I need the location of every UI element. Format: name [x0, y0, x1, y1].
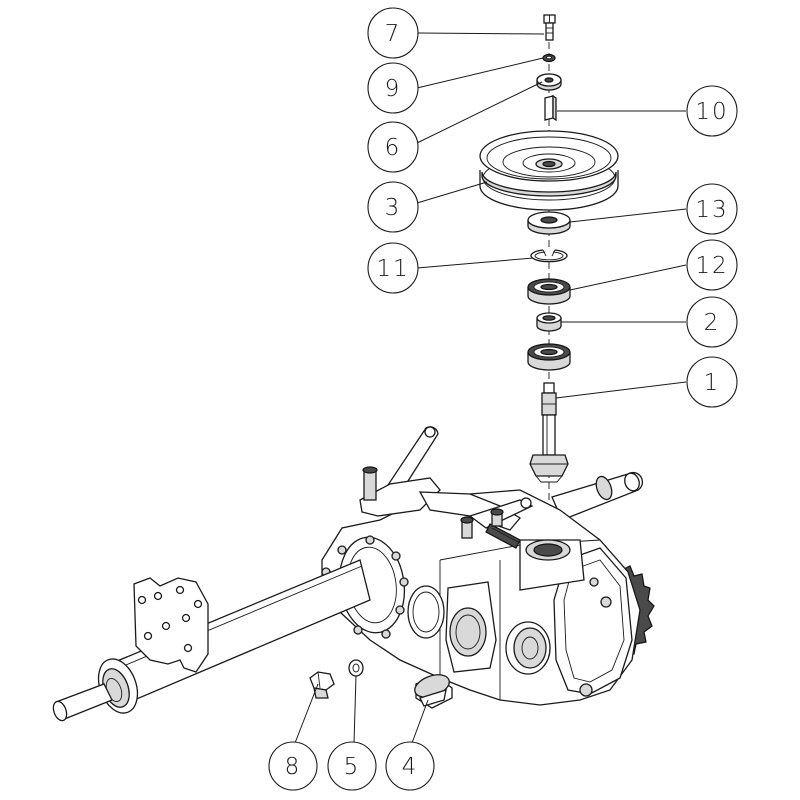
part-bolt — [543, 14, 556, 41]
callout-label: 13 — [695, 197, 728, 223]
part-drain-plug — [309, 671, 335, 699]
leader-lines — [294, 32, 687, 744]
callout-label: 10 — [695, 99, 728, 125]
callout-label: 12 — [695, 253, 728, 279]
part-fill-cap — [414, 674, 453, 709]
callout-13: 13 — [686, 183, 738, 235]
callout-4: 4 — [385, 741, 435, 791]
callout-8: 8 — [268, 741, 318, 791]
callout-6: 6 — [367, 121, 419, 173]
callout-9: 9 — [367, 62, 419, 114]
callout-label: 5 — [344, 754, 361, 780]
callout-label: 9 — [385, 76, 402, 102]
part-retaining-ring — [530, 249, 568, 263]
callout-label: 11 — [376, 256, 409, 282]
callout-5: 5 — [327, 741, 377, 791]
part-bearing-upper — [527, 278, 571, 305]
callout-3: 3 — [367, 181, 419, 233]
part-lock-washer — [542, 53, 556, 63]
callout-7: 7 — [367, 7, 419, 59]
callout-label: 4 — [402, 754, 419, 780]
axle-tube — [52, 559, 371, 722]
part-bushing — [536, 312, 562, 332]
part-key — [544, 94, 557, 122]
part-input-shaft — [529, 382, 569, 483]
part-pulley — [479, 130, 619, 211]
part-flat-washer — [536, 73, 562, 91]
callout-10: 10 — [686, 85, 738, 137]
callout-label: 2 — [704, 310, 721, 336]
part-spacer-washer — [527, 211, 571, 235]
callout-12: 12 — [686, 239, 738, 291]
part-bearing-lower — [527, 343, 571, 371]
callout-2: 2 — [686, 296, 738, 348]
callout-label: 8 — [285, 754, 302, 780]
control-lever-assembly — [359, 426, 534, 549]
callout-label: 6 — [385, 135, 402, 161]
part-sealing-washer — [348, 659, 364, 677]
callout-label: 1 — [704, 370, 721, 396]
callout-11: 11 — [367, 242, 419, 294]
callout-label: 3 — [385, 195, 402, 221]
callout-1: 1 — [686, 356, 738, 408]
transmission-housing — [321, 471, 655, 706]
callout-label: 7 — [385, 21, 402, 47]
